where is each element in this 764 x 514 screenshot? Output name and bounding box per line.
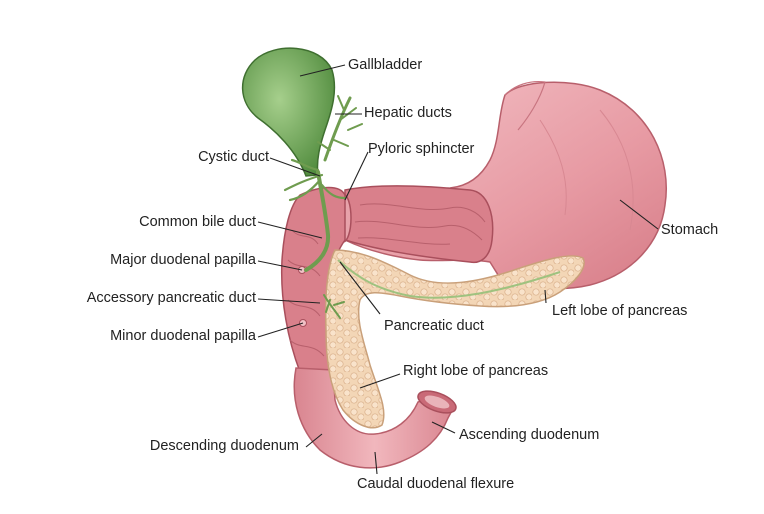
label-descending-duodenum: Descending duodenum [149, 438, 299, 454]
label-pyloric-sphincter: Pyloric sphincter [368, 141, 475, 157]
label-accessory-pancreatic-duct: Accessory pancreatic duct [86, 290, 256, 306]
label-cystic-duct: Cystic duct [198, 149, 269, 165]
pancreas [324, 249, 585, 429]
label-common-bile-duct: Common bile duct [139, 214, 256, 230]
label-stomach: Stomach [661, 222, 719, 238]
stomach [344, 80, 667, 290]
label-major-duodenal-papilla: Major duodenal papilla [110, 252, 256, 268]
label-hepatic-ducts: Hepatic ducts [364, 105, 452, 121]
label-left-lobe-of-pancreas: Left lobe of pancreas [552, 303, 688, 319]
label-caudal-duodenal-flexure: Caudal duodenal flexure [357, 476, 515, 492]
label-minor-duodenal-papilla: Minor duodenal papilla [110, 328, 256, 344]
label-pancreatic-duct: Pancreatic duct [384, 318, 484, 334]
label-right-lobe-of-pancreas: Right lobe of pancreas [403, 363, 549, 379]
label-ascending-duodenum: Ascending duodenum [459, 427, 600, 443]
leader-lines [257, 64, 659, 475]
label-gallbladder: Gallbladder [348, 57, 423, 73]
gallbladder [241, 47, 336, 177]
